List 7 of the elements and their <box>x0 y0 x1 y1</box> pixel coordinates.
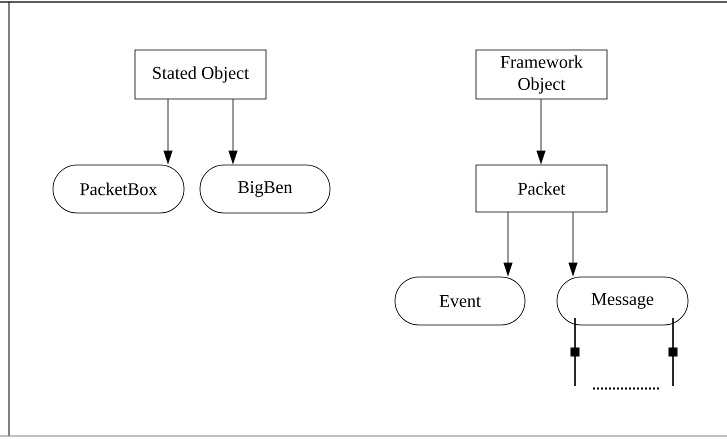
rounded-box: BigBen <box>200 164 330 214</box>
process-box: Stated Object <box>134 50 266 100</box>
process-box: Packet <box>476 164 608 212</box>
process-box: Framework Object <box>476 50 608 100</box>
rounded-box: Message <box>556 276 688 326</box>
rounded-box: PacketBox <box>52 164 184 214</box>
rounded-box: Event <box>394 276 526 326</box>
